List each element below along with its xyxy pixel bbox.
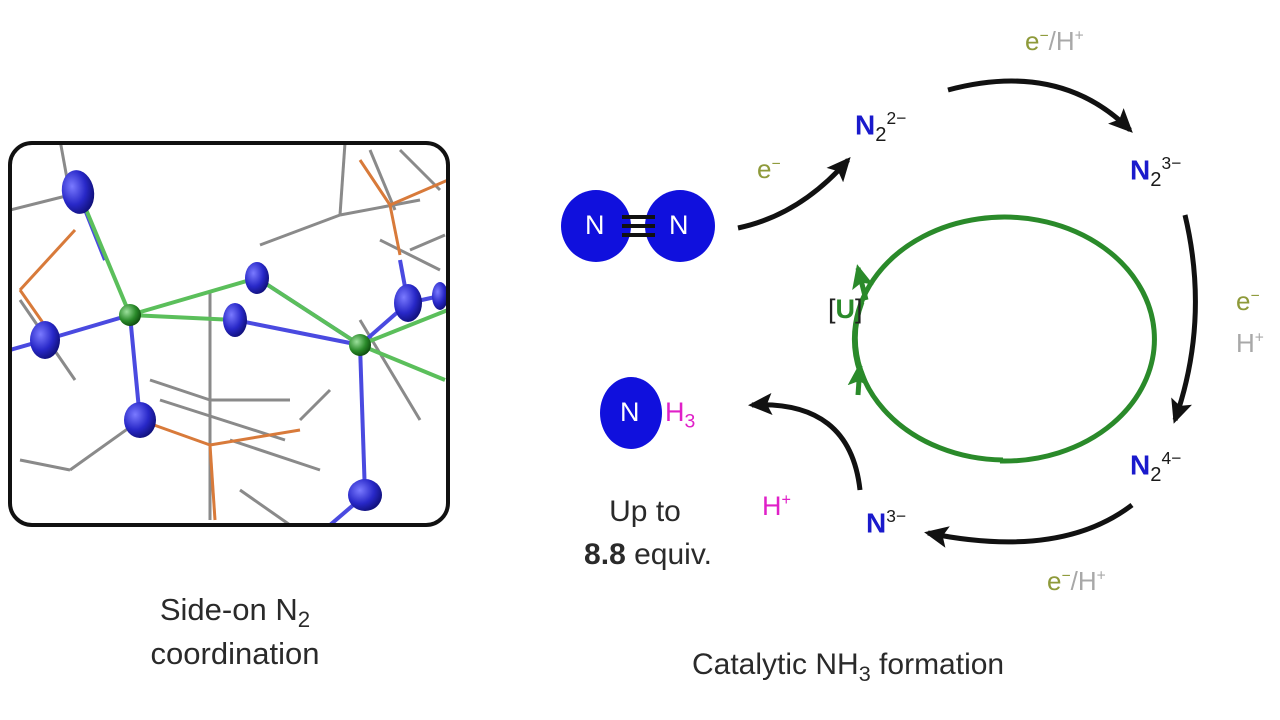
yield-unit: equiv.: [634, 538, 712, 571]
reagent-bottom: e−/H+: [1047, 566, 1106, 596]
reagent-top: e−/H+: [1025, 26, 1084, 56]
nh3-nitrogen-atom: [600, 377, 662, 449]
species-n2-4minus: N24−: [1130, 448, 1182, 486]
reagent-right-proton: H+: [1236, 328, 1264, 358]
arrow-to-nh3: [748, 393, 863, 491]
yield-value: 8.8: [584, 538, 626, 571]
triple-bond: [622, 215, 655, 237]
n2-atom-left-label: N: [585, 210, 605, 240]
arrow-to-n2-3minus: [947, 78, 1133, 133]
cycle-arrow-bottom: [847, 362, 870, 396]
species-n-3minus: N3−: [866, 506, 907, 539]
cycle-ring-bottom: [852, 301, 1004, 463]
left-caption-line1: Side-on N2: [159, 592, 311, 633]
catalyst-label: [U]: [828, 294, 863, 324]
uranium-atoms: [119, 304, 371, 356]
crystal-structure: [10, 143, 448, 525]
cycle-arrow-top: [852, 264, 874, 301]
nitrogen-bonds: [10, 191, 441, 525]
reagent-entry-electron: e−: [757, 154, 781, 184]
species-n2-3minus: N23−: [1130, 153, 1182, 191]
n2-molecule: [561, 190, 715, 262]
n2-atom-right: [645, 190, 715, 262]
species-n2-2minus: N22−: [855, 108, 907, 146]
nh3-n-label: N: [620, 397, 640, 427]
nitrogen-atoms: [30, 170, 448, 511]
reagent-right-electron: e−: [1236, 286, 1260, 316]
crystal-frame: [8, 141, 450, 527]
uranium-bonds: [78, 194, 448, 382]
nh3-h-label: H3: [665, 397, 696, 433]
arrow-n2-to-n2-2minus: [737, 156, 851, 231]
phosphorus-bonds: [18, 159, 448, 521]
arrow-to-n2-4minus: [1171, 214, 1198, 424]
cycle-ring-top: [851, 214, 1157, 464]
left-caption-line2: coordination: [150, 636, 320, 671]
yield-line1: Up to: [609, 495, 681, 528]
bottom-caption: Catalytic NH3 formation: [692, 648, 1005, 686]
n2-atom-right-label: N: [669, 210, 689, 240]
yield-line2: 8.8 equiv.: [563, 540, 733, 570]
reagent-release-proton: H+: [762, 491, 791, 521]
n2-atom-left: [561, 190, 631, 262]
arrow-to-n-3minus: [924, 503, 1134, 548]
